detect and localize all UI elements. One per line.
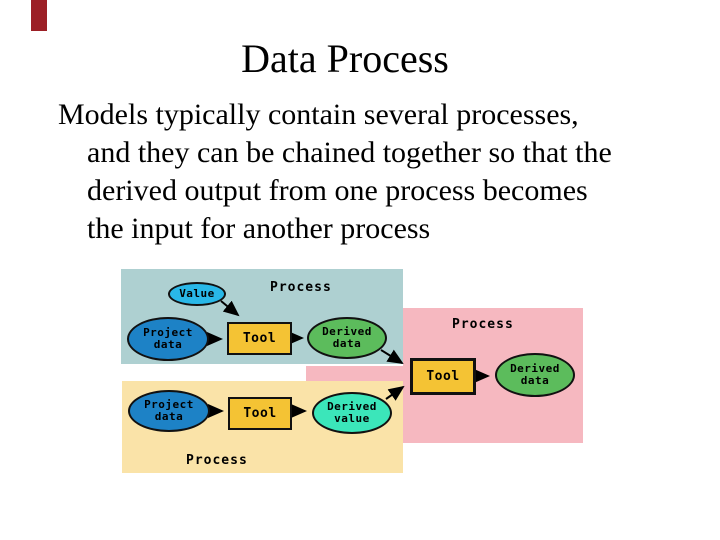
diagram-node-tool-2: Tool — [228, 397, 292, 430]
diagram-node-derived-data-2: Derived data — [495, 353, 575, 397]
slide-template-red-mark — [31, 0, 47, 31]
process-panel-2-strip — [306, 366, 404, 381]
diagram-node-derived-value: Derived value — [312, 392, 392, 434]
body-line: and they can be chained together so that… — [87, 136, 612, 169]
body-line: Models typically contain several process… — [58, 98, 579, 131]
diagram-node-project-data-1: Project data — [127, 317, 209, 361]
panel-label-process-3: Process — [186, 453, 248, 468]
panel-label-process-1: Process — [270, 280, 332, 295]
body-line: derived output from one process becomes — [87, 174, 588, 207]
body-line: the input for another process — [87, 212, 431, 245]
diagram-node-project-data-2: Project data — [128, 390, 210, 432]
diagram-node-tool-1: Tool — [227, 322, 292, 355]
slide-body-paragraph: Models typically contain several process… — [58, 96, 698, 248]
diagram-node-tool-3: Tool — [410, 358, 476, 395]
slide-title: Data Process — [241, 36, 449, 81]
diagram-node-derived-data-1: Derived data — [307, 317, 387, 359]
panel-label-process-2: Process — [452, 317, 514, 332]
diagram-node-value: Value — [168, 282, 226, 306]
